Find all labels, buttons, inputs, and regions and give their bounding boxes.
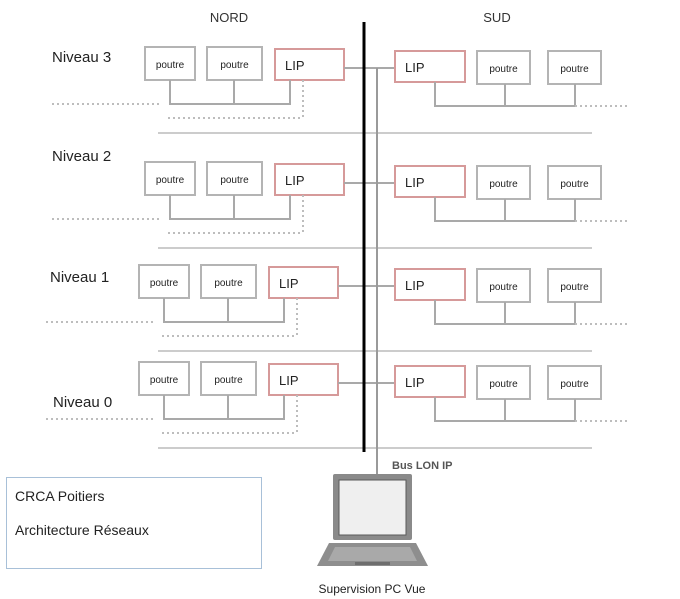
north-wire [163,298,285,323]
poutre-label: poutre [156,175,185,186]
level-group: Niveau 1 poutre poutre LIP LIP poutre poutre [46,264,630,352]
poutre-box [547,50,602,85]
laptop-icon [317,474,428,566]
lip-label: LIP [279,276,299,291]
poutre-box [200,264,257,299]
level-group: Niveau 2 poutre poutre LIP LIP poutre poutre [52,148,630,249]
south-wire [434,197,576,222]
poutre-label: poutre [156,60,185,71]
lip-label: LIP [285,58,305,73]
poutre-label: poutre [560,379,589,390]
lip-box-north [268,266,339,299]
poutre-label: poutre [220,60,249,71]
lip-label: LIP [405,175,425,190]
poutre-box [138,361,190,396]
level-label: Niveau 2 [52,148,111,165]
poutre-box [547,365,602,400]
poutre-box [144,46,196,81]
poutre-label: poutre [220,175,249,186]
south-wire [434,300,576,325]
poutre-box [144,161,196,196]
north-wire [163,395,285,420]
poutre-box [547,165,602,200]
north-wire [169,195,291,220]
poutre-label: poutre [560,64,589,75]
poutre-label: poutre [214,375,243,386]
level-label: Niveau 3 [52,49,111,66]
bus-label: Bus LON IP [392,460,453,472]
poutre-label: poutre [150,278,179,289]
info-line-2: Architecture Réseaux [15,522,149,538]
south-wire [434,397,576,422]
lip-label: LIP [405,60,425,75]
lip-box-south [394,365,466,398]
poutre-label: poutre [489,64,518,75]
south-wire [434,82,576,107]
lip-box-north [274,163,345,196]
poutre-label: poutre [489,379,518,390]
south-title: SUD [483,10,510,25]
poutre-label: poutre [489,179,518,190]
poutre-box [476,365,531,400]
poutre-box [200,361,257,396]
north-wire [169,80,291,105]
poutre-box [547,268,602,303]
level-label: Niveau 0 [53,394,112,411]
supervision-caption: Supervision PC Vue [319,582,426,596]
level-label: Niveau 1 [50,269,109,286]
lip-box-north [268,363,339,396]
info-line-1: CRCA Poitiers [15,488,105,504]
level-group: Niveau 3 poutre poutre LIP LIP poutre poutre [52,46,630,134]
poutre-box [206,161,263,196]
lip-label: LIP [405,278,425,293]
lip-box-south [394,268,466,301]
poutre-label: poutre [560,179,589,190]
poutre-label: poutre [214,278,243,289]
lip-box-south [394,165,466,198]
level-group: Niveau 0 poutre poutre LIP LIP poutre poutre [46,361,630,449]
poutre-box [476,50,531,85]
lip-box-north [274,48,345,81]
lip-box-south [394,50,466,83]
info-box: CRCA Poitiers Architecture Réseaux [6,477,262,569]
lip-label: LIP [285,173,305,188]
lip-label: LIP [405,375,425,390]
poutre-label: poutre [560,282,589,293]
poutre-box [476,165,531,200]
lip-label: LIP [279,373,299,388]
north-title: NORD [210,10,248,25]
poutre-label: poutre [150,375,179,386]
poutre-label: poutre [489,282,518,293]
poutre-box [476,268,531,303]
